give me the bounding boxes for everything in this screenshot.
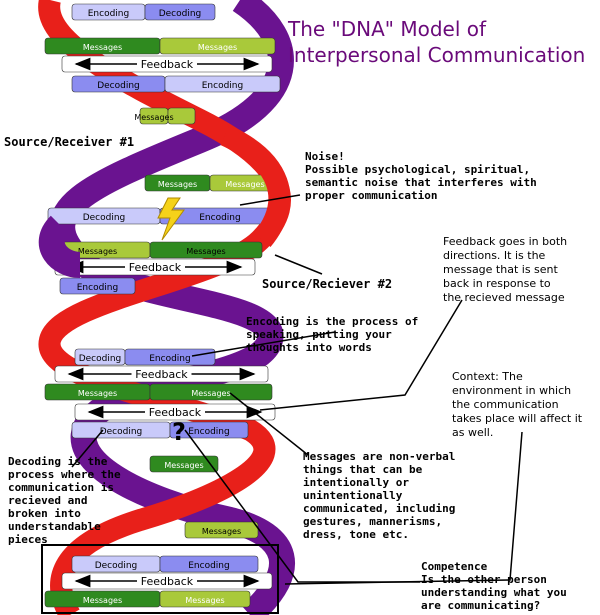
rung-15-left-label: Messages <box>83 596 122 605</box>
feedback-rung-2: Feedback <box>54 258 256 276</box>
source-receiver-2-label: Source/Reciever #2 <box>262 277 393 291</box>
rung-5-left-label: Messages <box>158 180 197 189</box>
rung-3-right-label: Encoding <box>202 81 243 91</box>
rung-2-right-label: Messages <box>198 43 237 52</box>
feedback-rung-2-label: Feedback <box>129 261 182 274</box>
rung-7-right-label: Messages <box>186 247 225 256</box>
rung-8: Encoding <box>59 277 136 295</box>
rung-12: Messages <box>149 455 219 473</box>
diagram-title: The "DNA" Model of Interpersonal Communi… <box>288 16 588 68</box>
source-receiver-1-label: Source/Receiver #1 <box>4 135 135 149</box>
competence-box <box>41 544 279 614</box>
feedback-rung-1-label: Feedback <box>141 58 194 71</box>
rung-14-left-label: Decoding <box>95 561 138 571</box>
rung-14-right-label: Encoding <box>188 561 229 571</box>
rung-14: Decoding Encoding <box>71 555 259 573</box>
rung-6-right-label: Encoding <box>199 213 240 223</box>
feedback-rung-5-label: Feedback <box>141 575 194 588</box>
feedback-note: Feedback goes in both directions. It is … <box>443 235 568 304</box>
rung-1: Encoding Decoding <box>71 3 216 21</box>
rung-10: Messages Messages <box>44 383 273 401</box>
rung-13-left-label: Messages <box>202 527 241 536</box>
context-note: Context: The environment in which the co… <box>452 370 583 439</box>
purple-strand <box>49 0 295 615</box>
rung-1-right-label: Decoding <box>159 9 202 19</box>
rung-7-left-label: Messages <box>78 247 117 256</box>
decoding-note: Decoding is the process where the commun… <box>8 455 121 546</box>
rung-15-right-label: Messages <box>185 596 224 605</box>
rung-6-left-label: Decoding <box>83 213 126 223</box>
feedback-rung-3-label: Feedback <box>135 368 188 381</box>
feedback-rung-4-label: Feedback <box>149 406 202 419</box>
rung-9-right-label: Encoding <box>149 354 190 364</box>
encoding-note: Encoding is the process of speaking, put… <box>246 315 419 354</box>
rung-4-left-label: Messages <box>134 113 173 122</box>
feedback-rung-1: Feedback <box>61 55 273 73</box>
rung-8-left-label: Encoding <box>77 283 118 293</box>
rung-10-left-label: Messages <box>78 389 117 398</box>
rung-9-left-label: Decoding <box>79 354 122 364</box>
red-strand <box>38 0 291 615</box>
messages-note: Messages are non-verbal things that can … <box>303 450 456 541</box>
rung-5: Messages Messages <box>144 174 281 192</box>
feedback-rung-4: Feedback <box>74 403 276 421</box>
rung-10-right-label: Messages <box>191 389 230 398</box>
noise-note: Noise! Possible psychological, spiritual… <box>305 150 537 202</box>
rung-11-left-label: Decoding <box>100 427 143 437</box>
feedback-rung-5: Feedback <box>61 572 273 590</box>
rung-13: Messages <box>184 521 259 539</box>
rung-11: Decoding Encoding <box>71 421 249 439</box>
competence-note: Competence Is the other person understan… <box>421 560 567 612</box>
lightning-icon <box>157 197 185 241</box>
rung-4: Messages <box>134 107 196 125</box>
rung-5-right-label: Messages <box>225 180 264 189</box>
rung-12-left-label: Messages <box>164 461 203 470</box>
rung-2-left-label: Messages <box>83 43 122 52</box>
rung-11-right-label: Encoding <box>188 427 229 437</box>
pointer-lines <box>71 194 523 585</box>
purple-strand-front <box>38 215 82 278</box>
rung-15: Messages Messages <box>44 590 251 608</box>
rung-2: Messages Messages <box>44 37 276 55</box>
feedback-rung-3: Feedback <box>54 365 269 383</box>
red-strand-front <box>220 124 291 247</box>
question-mark: ? <box>172 418 186 446</box>
title-line-2: Interpersonal Communication <box>288 43 586 67</box>
rung-1-left-label: Encoding <box>88 9 129 19</box>
rung-3: Decoding Encoding <box>71 75 281 93</box>
title-line-1: The "DNA" Model of <box>288 17 487 41</box>
rung-9: Decoding Encoding <box>74 348 216 366</box>
rung-3-left-label: Decoding <box>97 81 140 91</box>
